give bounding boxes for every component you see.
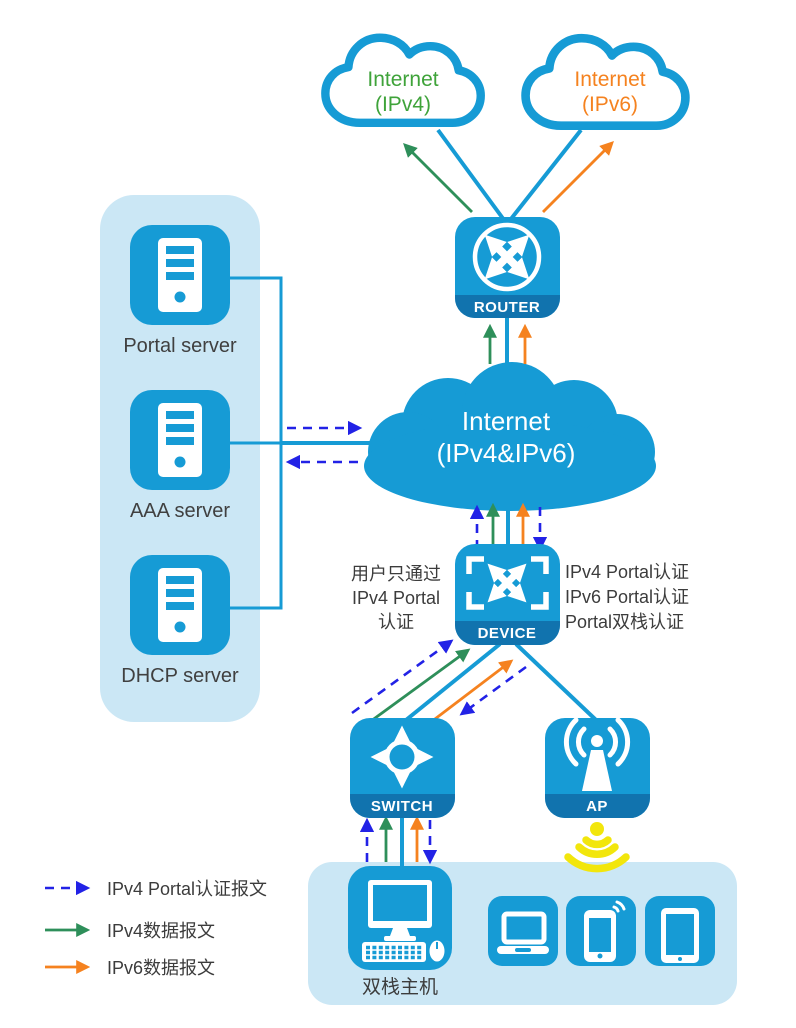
wifi-signal-icon bbox=[564, 822, 630, 873]
cloud-shape bbox=[321, 33, 485, 127]
links bbox=[281, 128, 598, 872]
cloud-internet-ipv6: Internet (IPv6) bbox=[521, 33, 690, 131]
cloud-ipv6-line2: (IPv6) bbox=[582, 93, 638, 116]
arrow-ipv6-data-to-ipv6-cloud bbox=[542, 141, 614, 213]
left-note-line3: 认证 bbox=[378, 612, 414, 632]
arrow-portal-auth-switch-device-up bbox=[351, 639, 454, 715]
cloud-dual-line2: (IPv4&IPv6) bbox=[437, 438, 576, 468]
cloud-ipv6-line1: Internet bbox=[574, 68, 645, 91]
right-note-line1: IPv4 Portal认证 bbox=[565, 562, 689, 582]
right-note-line3: Portal双栈认证 bbox=[565, 612, 684, 632]
legend-label-ipv6-data: IPv6数据报文 bbox=[107, 958, 215, 978]
cloud-ipv4-line1: Internet bbox=[367, 68, 438, 91]
cloud-dual-line1: Internet bbox=[462, 406, 551, 436]
ap-antenna bbox=[582, 750, 612, 791]
device-arrows-glyph bbox=[487, 563, 527, 603]
traffic-arrows bbox=[285, 141, 614, 865]
arrow-ipv4-data-to-ipv4-cloud bbox=[403, 143, 473, 213]
legend-label-ipv4-data: IPv4数据报文 bbox=[107, 921, 215, 941]
cloud-shape bbox=[364, 362, 656, 511]
phone-icon bbox=[566, 896, 636, 966]
ap-node: AP bbox=[545, 717, 650, 818]
switch-label: SWITCH bbox=[371, 798, 433, 815]
switch-node: SWITCH bbox=[350, 718, 455, 818]
device-notes: 用户只通过 IPv4 Portal 认证 IPv4 Portal认证 IPv6 … bbox=[351, 562, 689, 632]
device-node: DEVICE bbox=[455, 544, 560, 645]
device-label: DEVICE bbox=[478, 625, 537, 642]
arrow-portal-auth-device-switch-down bbox=[459, 665, 527, 716]
host-mouse bbox=[429, 940, 445, 962]
dhcp-server-label: DHCP server bbox=[121, 665, 239, 687]
cloud-internet-ipv4: Internet (IPv4) bbox=[321, 33, 485, 127]
right-note-line2: IPv6 Portal认证 bbox=[565, 587, 689, 607]
arrow-ipv6-data-switch-device bbox=[430, 659, 514, 724]
router-label: ROUTER bbox=[474, 299, 540, 316]
switch-arrows-glyph bbox=[370, 725, 434, 789]
server-dhcp: DHCP server bbox=[121, 555, 239, 687]
server-portal: Portal server bbox=[123, 225, 237, 357]
router-node: ROUTER bbox=[455, 217, 560, 318]
host-dual-stack: 双栈主机 bbox=[348, 866, 452, 998]
ap-label: AP bbox=[586, 798, 608, 815]
host-label: 双栈主机 bbox=[362, 976, 438, 998]
portal-server-label: Portal server bbox=[123, 335, 237, 357]
tablet-icon bbox=[645, 896, 715, 966]
cloud-ipv4-line2: (IPv4) bbox=[375, 93, 431, 116]
servers-bracket bbox=[230, 276, 283, 610]
link-router-cloud-ipv6 bbox=[505, 128, 583, 226]
cloud-shape bbox=[521, 33, 690, 131]
link-device-switch bbox=[404, 642, 502, 722]
server-aaa: AAA server bbox=[130, 390, 230, 522]
arrow-ipv4-data-switch-device bbox=[370, 648, 471, 723]
phone-signal-waves bbox=[612, 900, 626, 913]
router-arrows-glyph bbox=[484, 234, 530, 280]
device-corner-brackets bbox=[466, 556, 549, 610]
left-note-line1: 用户只通过 bbox=[351, 564, 441, 584]
laptop-icon bbox=[488, 896, 558, 966]
aaa-server-label: AAA server bbox=[130, 500, 230, 522]
link-device-ap bbox=[514, 642, 598, 722]
left-note-line2: IPv4 Portal bbox=[352, 588, 440, 608]
legend: IPv4 Portal认证报文 IPv4数据报文 IPv6数据报文 bbox=[45, 879, 267, 978]
cloud-internet-dual: Internet (IPv4&IPv6) bbox=[364, 362, 656, 511]
ap-waves bbox=[563, 717, 631, 767]
legend-label-portal-auth: IPv4 Portal认证报文 bbox=[107, 879, 267, 899]
link-router-cloud-ipv4 bbox=[436, 128, 509, 226]
